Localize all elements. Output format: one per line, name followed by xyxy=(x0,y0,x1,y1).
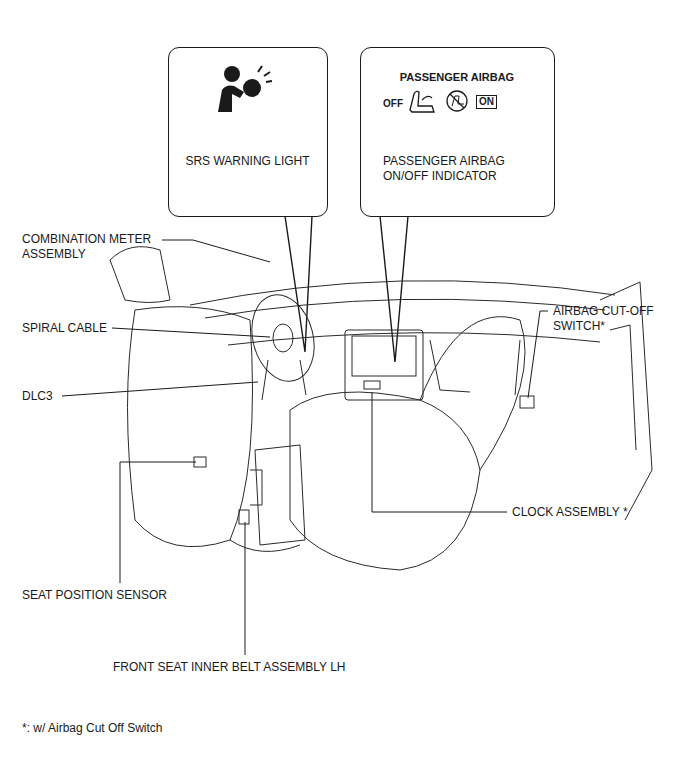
indicator-icons xyxy=(410,91,467,112)
part-name: SPIRAL CABLE xyxy=(22,321,107,336)
car-interior xyxy=(239,510,249,524)
callout-box: SRS WARNING LIGHT xyxy=(168,47,328,217)
car-interior xyxy=(110,247,170,303)
part-name: DLC3 xyxy=(22,389,53,404)
part-name: CLOCK ASSEMBLY * xyxy=(512,505,628,520)
indicator-heading: PASSENGER AIRBAG xyxy=(361,70,553,85)
callout-box: PASSENGER AIRBAG OFF ON PASSENGER AIRBAG ON… xyxy=(360,47,555,217)
warning-light-name: SRS WARNING LIGHT xyxy=(169,154,326,169)
srs-icon xyxy=(258,66,272,82)
srs-icon xyxy=(218,66,272,112)
part-name: COMBINATION METER ASSEMBLY xyxy=(22,232,167,262)
car-interior xyxy=(520,396,534,408)
off-text: OFF xyxy=(383,96,403,111)
callout-pointer xyxy=(285,216,408,362)
car-interior xyxy=(290,392,480,570)
srs-icon xyxy=(243,79,261,97)
leader-line xyxy=(162,240,270,262)
car-interior xyxy=(345,330,423,400)
footnote: *: w/ Airbag Cut Off Switch xyxy=(22,721,163,736)
car-interior xyxy=(250,470,262,505)
part-name: SEAT POSITION SENSOR xyxy=(22,588,167,603)
srs-icon xyxy=(224,66,240,82)
indicator-icons xyxy=(450,94,464,108)
indicator-icons xyxy=(452,96,464,106)
callout-pointer xyxy=(285,216,312,352)
car-interior xyxy=(352,336,416,376)
leader-line xyxy=(112,328,270,337)
car-interior xyxy=(110,247,652,570)
car-interior xyxy=(262,360,306,400)
leader-line xyxy=(372,392,507,512)
indicator-icons xyxy=(422,96,432,100)
car-interior xyxy=(364,381,380,389)
leader-line xyxy=(120,462,196,583)
car-interior xyxy=(128,307,253,547)
leader-line xyxy=(528,311,548,398)
leader-line xyxy=(245,522,246,655)
on-text: ON xyxy=(476,95,497,109)
callout-pointer xyxy=(380,216,408,362)
car-interior xyxy=(430,340,520,395)
car-interior xyxy=(610,325,636,450)
car-interior xyxy=(205,299,605,318)
part-name: FRONT SEAT INNER BELT ASSEMBLY LH xyxy=(113,660,346,675)
leader-line xyxy=(62,382,258,396)
car-interior xyxy=(420,317,525,470)
indicator-icons xyxy=(410,91,434,112)
car-interior xyxy=(228,333,600,345)
car-interior xyxy=(190,281,615,305)
car-interior xyxy=(243,288,324,389)
indicator-icons xyxy=(447,91,467,111)
srs-icon xyxy=(218,86,244,113)
part-name: AIRBAG CUT-OFF SWITCH* xyxy=(553,304,681,334)
car-interior xyxy=(273,324,293,352)
indicator-name: PASSENGER AIRBAG ON/OFF INDICATOR xyxy=(383,154,548,184)
